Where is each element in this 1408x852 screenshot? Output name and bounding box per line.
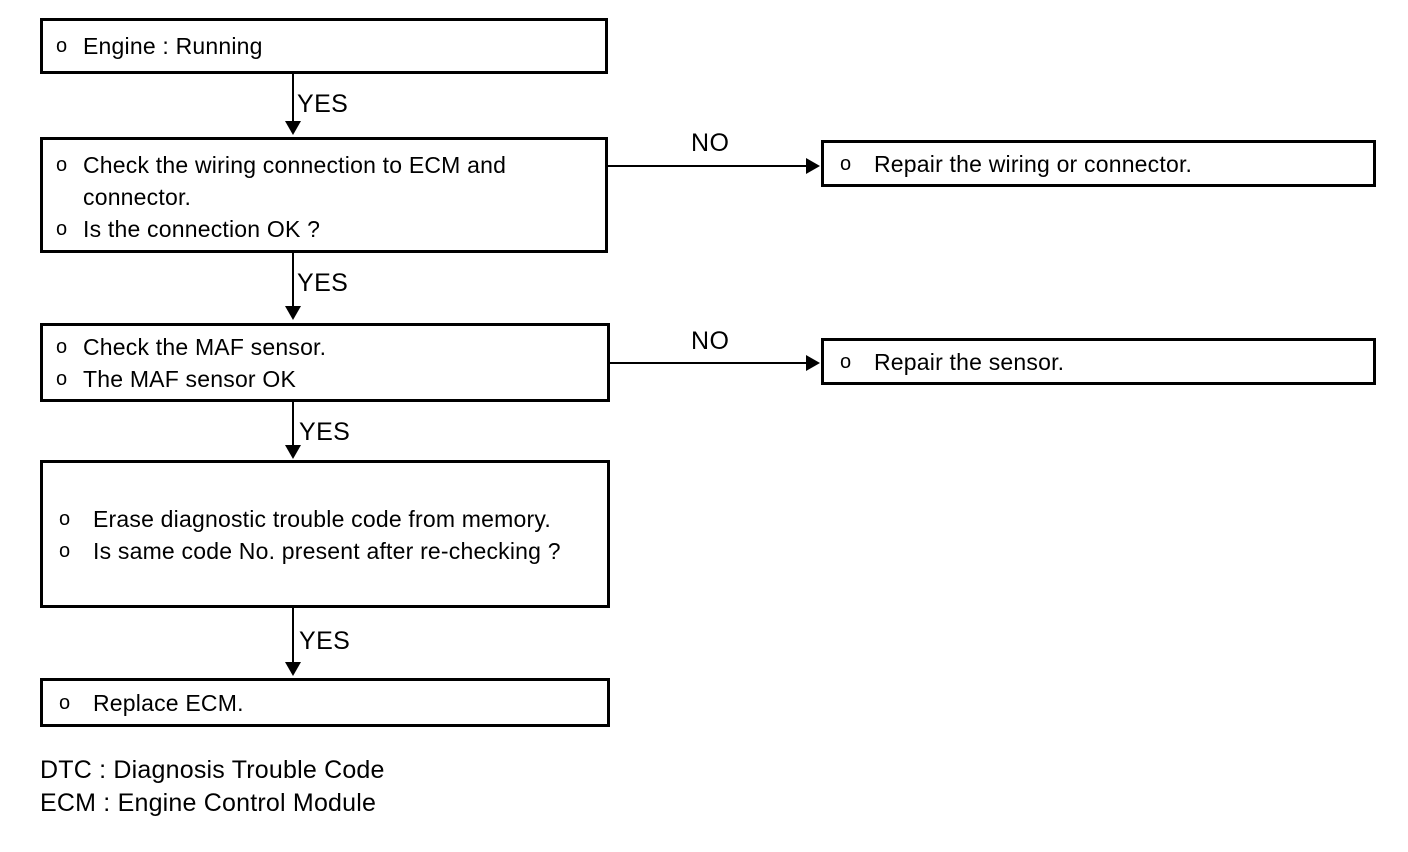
node-check-maf[interactable]: o Check the MAF sensor. o The MAF sensor…	[40, 323, 610, 402]
node-text: Erase diagnostic trouble code from memor…	[93, 506, 551, 532]
edge-label-no-1: NO	[691, 129, 730, 157]
arrow-head-no-1	[806, 158, 820, 174]
legend-line-dtc: DTC : Diagnosis Trouble Code	[40, 756, 385, 784]
node-text: The MAF sensor OK	[83, 365, 297, 392]
legend-line-ecm: ECM : Engine Control Module	[40, 789, 377, 817]
arrow-head-yes-4	[285, 662, 301, 676]
edge-label-yes-3: YES	[299, 418, 351, 446]
node-repair-wiring[interactable]: o Repair the wiring or connector.	[821, 140, 1376, 187]
node-engine-running[interactable]: o Engine : Running	[40, 18, 608, 74]
node-line: o The MAF sensor OK	[43, 363, 607, 395]
legend: DTC : Diagnosis Trouble Code ECM : Engin…	[40, 754, 385, 820]
bullet-marker: o	[840, 152, 852, 175]
node-erase-dtc[interactable]: o Erase diagnostic trouble code from mem…	[40, 460, 610, 608]
node-text: Replace ECM.	[93, 689, 244, 716]
arrow-head-no-2	[806, 355, 820, 371]
node-line: o Check the MAF sensor.	[43, 331, 607, 363]
node-line: o Erase diagnostic trouble code from mem…	[43, 503, 607, 535]
node-line: o Repair the wiring or connector.	[824, 148, 1373, 180]
node-replace-ecm[interactable]: o Replace ECM.	[40, 678, 610, 727]
arrow-head-yes-2	[285, 306, 301, 320]
arrow-head-yes-1	[285, 121, 301, 135]
edge-label-yes-2: YES	[297, 269, 349, 297]
node-line: o Is the connection OK ?	[43, 213, 605, 245]
bullet-marker: o	[56, 367, 68, 390]
connector-line-yes-1	[292, 74, 294, 124]
node-repair-sensor[interactable]: o Repair the sensor.	[821, 338, 1376, 385]
connector-line-yes-3	[292, 402, 294, 447]
node-text: Repair the wiring or connector.	[874, 150, 1193, 177]
bullet-marker: o	[840, 350, 852, 373]
arrow-head-yes-3	[285, 445, 301, 459]
bullet-marker: o	[59, 540, 71, 562]
bullet-marker: o	[56, 35, 68, 57]
bullet-marker: o	[56, 154, 68, 176]
node-text: Engine : Running	[83, 33, 263, 59]
bullet-marker: o	[59, 691, 71, 714]
node-text: Check the MAF sensor.	[83, 333, 327, 360]
node-line: o Check the wiring connection to ECM and…	[43, 149, 605, 213]
node-text: Is same code No. present after re-checki…	[93, 538, 561, 564]
node-text: Repair the sensor.	[874, 348, 1065, 375]
node-check-wiring[interactable]: o Check the wiring connection to ECM and…	[40, 137, 608, 253]
connector-line-yes-2	[292, 253, 294, 308]
bullet-marker: o	[56, 218, 68, 240]
connector-line-no-2	[610, 362, 818, 364]
node-line: o Is same code No. present after re-chec…	[43, 535, 607, 567]
edge-label-yes-4: YES	[299, 627, 351, 655]
node-text: Is the connection OK ?	[83, 216, 321, 242]
connector-line-no-1	[608, 165, 818, 167]
bullet-marker: o	[59, 508, 71, 530]
edge-label-yes-1: YES	[297, 90, 349, 118]
edge-label-no-2: NO	[691, 327, 730, 355]
node-text: Check the wiring connection to ECM and c…	[83, 152, 513, 210]
bullet-marker: o	[56, 335, 68, 358]
node-line: o Repair the sensor.	[824, 346, 1373, 378]
connector-line-yes-4	[292, 608, 294, 664]
node-line: o Replace ECM.	[43, 687, 607, 719]
node-line: o Engine : Running	[43, 30, 605, 62]
